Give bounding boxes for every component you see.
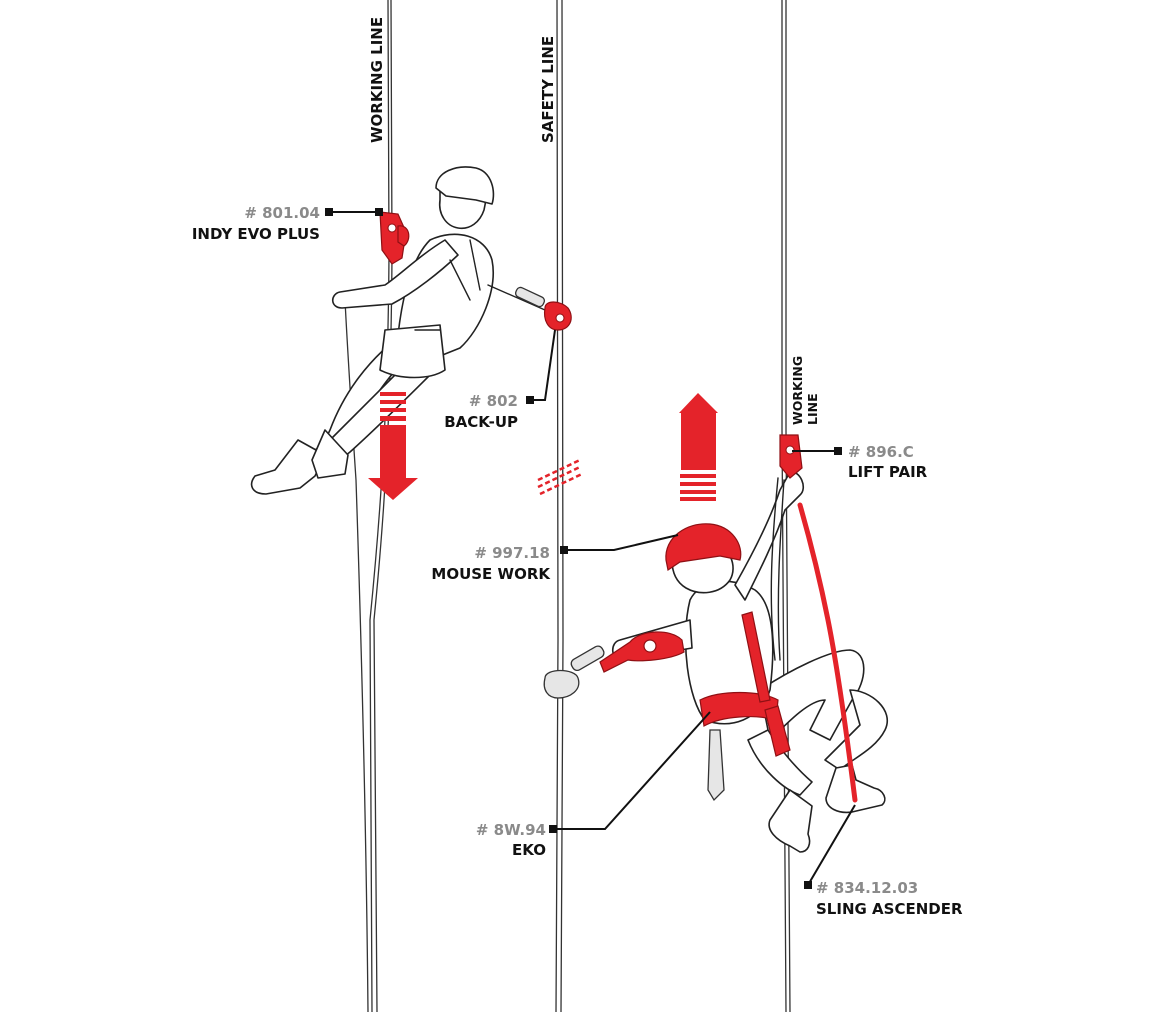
callout-back-up: # 802 BACK-UP (444, 329, 556, 431)
eko-connector (570, 645, 605, 672)
safety-line-rope (555, 0, 564, 1012)
lift-rope-loop (770, 477, 785, 661)
descending-worker (250, 166, 546, 495)
callout-name: MOUSE WORK (431, 565, 551, 583)
callout-name: BACK-UP (444, 413, 518, 431)
helmet-white (435, 166, 495, 205)
callout-sling-ascender: # 834.12.03 SLING ASCENDER (804, 804, 963, 918)
back-up-device (543, 301, 572, 331)
callout-code: # 801.04 (244, 204, 320, 222)
boot-front (250, 439, 326, 495)
callout-indy-evo-plus: # 801.04 INDY EVO PLUS (192, 204, 383, 243)
callout-name: LIFT PAIR (848, 463, 928, 481)
mouse-work-helmet (665, 523, 742, 571)
ascent-arrow (679, 393, 718, 501)
callout-code: # 896.C (848, 443, 914, 461)
boot-back (311, 429, 349, 479)
working-line-1-tail (344, 299, 369, 1012)
safety-line-label: SAFETY LINE (539, 36, 557, 143)
callout-code: # 834.12.03 (816, 879, 918, 897)
ropes (344, 0, 791, 1012)
callout-eko: # 8W.94 EKO (476, 711, 711, 859)
lanyard-connector (514, 286, 546, 308)
harness-strap-2 (764, 705, 791, 757)
arm-front (331, 239, 459, 309)
callout-name: EKO (512, 841, 546, 859)
gear-hanging (707, 729, 725, 802)
callout-code: # 997.18 (474, 544, 550, 562)
callout-name: INDY EVO PLUS (192, 225, 320, 243)
callout-mouse-work: # 997.18 MOUSE WORK (431, 534, 679, 583)
ascending-worker (543, 434, 888, 853)
harness-strap-1 (741, 611, 771, 703)
working-line-2-label-top: WORKING (790, 356, 805, 425)
lanyard-line (487, 284, 546, 311)
callout-code: # 802 (469, 392, 518, 410)
lift-pair-device (779, 434, 803, 479)
body-lines (414, 239, 481, 331)
indy-evo-plus-device (379, 211, 410, 265)
boot-lower (768, 789, 813, 853)
seat-harness (379, 324, 446, 379)
motion-marks (537, 458, 583, 496)
arm-raised (734, 471, 805, 601)
eko-device (543, 669, 580, 699)
callout-name: SLING ASCENDER (816, 900, 963, 918)
sling-ascender-strap (797, 502, 858, 803)
callout-code: # 8W.94 (476, 821, 546, 839)
eko-lanyard (599, 631, 685, 673)
callout-lift-pair: # 896.C LIFT PAIR (792, 443, 928, 481)
working-line-1-label: WORKING LINE (368, 17, 386, 143)
working-line-2-label-bottom: LINE (805, 393, 820, 425)
working-line-1-rope (369, 0, 393, 1012)
descent-arrow (368, 392, 418, 500)
